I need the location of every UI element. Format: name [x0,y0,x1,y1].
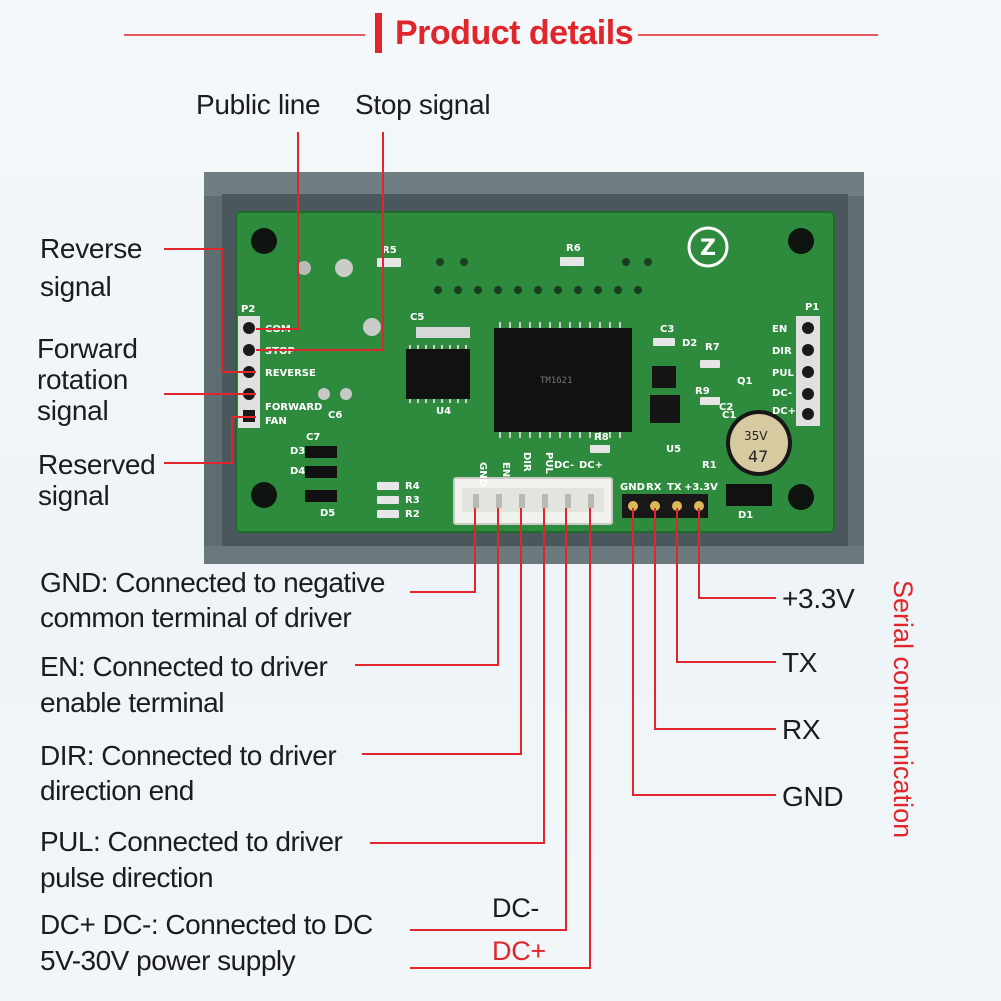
svg-text:R9: R9 [695,386,710,397]
svg-text:EN: EN [500,462,511,477]
svg-text:R3: R3 [405,495,420,506]
svg-text:D3: D3 [290,446,305,457]
svg-text:RX: RX [646,482,662,493]
svg-text:PUL: PUL [772,368,794,379]
svg-text:C5: C5 [410,312,424,323]
callout-en [355,508,499,666]
callout-dir [362,508,522,755]
label-reverse-2: signal [40,271,112,302]
callout-3v3 [698,508,776,599]
label-public-line: Public line [196,89,321,120]
chip-main [494,328,632,432]
svg-text:35V: 35V [744,429,768,443]
label-reserved-1: Reserved [38,449,156,480]
svg-text:GND: GND [477,462,488,487]
svg-text:REVERSE: REVERSE [265,368,316,379]
svg-text:DC+: DC+ [772,406,796,417]
callout-pul [370,508,545,844]
svg-text:R4: R4 [405,481,420,492]
svg-text:47: 47 [748,447,768,466]
svg-text:+3.3V: +3.3V [684,482,718,493]
callout-serial-gnd [632,508,776,796]
svg-text:PUL: PUL [543,452,554,474]
svg-text:D5: D5 [320,508,335,519]
svg-text:C3: C3 [660,324,674,335]
svg-text:GND: GND [620,482,645,493]
svg-text:R7: R7 [705,342,720,353]
serial-communication-label: Serial communication [888,580,918,839]
svg-text:R8: R8 [594,432,609,443]
case-lip [204,172,864,196]
page-title: Product details [395,14,634,52]
desc-dir-2: direction end [40,775,194,806]
desc-dc-2: 5V-30V power supply [40,945,296,976]
svg-text:Q1: Q1 [737,376,753,387]
svg-text:DIR: DIR [521,452,532,472]
svg-text:FAN: FAN [265,416,287,427]
callout-stop-signal [256,132,384,351]
label-serial-3v3: +3.3V [782,583,855,614]
svg-text:C1: C1 [722,410,736,421]
svg-text:R2: R2 [405,509,420,520]
label-reverse-1: Reverse [40,233,143,264]
label-forward-1: Forward [37,333,138,364]
desc-dir-1: DIR: Connected to driver [40,740,337,771]
svg-text:R6: R6 [566,243,581,254]
logo-icon: Z [700,236,716,261]
svg-text:U5: U5 [666,444,681,455]
svg-text:D4: D4 [290,466,305,477]
callout-tx [676,508,776,663]
svg-text:U4: U4 [436,406,451,417]
desc-en-2: enable terminal [40,687,224,718]
svg-text:DC-: DC- [772,388,792,399]
callout-rx [654,508,776,730]
svg-text:P1: P1 [805,302,819,313]
callout-dc-minus [410,508,567,931]
svg-text:D1: D1 [738,510,753,521]
label-serial-rx: RX [782,714,821,745]
desc-gnd-1: GND: Connected to negative [40,567,385,598]
svg-text:TX: TX [667,482,682,493]
label-dc-minus: DC- [492,893,540,923]
label-forward-3: signal [37,395,109,426]
callout-gnd [410,508,476,593]
label-stop-signal: Stop signal [355,89,491,120]
svg-text:TM1621: TM1621 [540,376,573,386]
svg-text:R5: R5 [382,245,397,256]
callout-reserved [164,416,256,464]
label-serial-gnd: GND [782,781,844,812]
label-forward-2: rotation [37,364,128,395]
svg-text:DC-: DC- [554,460,574,471]
svg-text:EN: EN [772,324,787,335]
svg-text:C2: C2 [719,402,733,413]
callout-dc-plus [410,508,591,969]
desc-dc-1: DC+ DC-: Connected to DC [40,909,373,940]
label-reserved-2: signal [38,480,110,511]
svg-text:P2: P2 [241,304,255,315]
svg-text:FORWARD: FORWARD [265,402,322,413]
svg-text:C6: C6 [328,410,342,421]
callout-reverse [164,248,256,373]
svg-text:DC+: DC+ [579,460,603,471]
svg-text:R1: R1 [702,460,717,471]
desc-gnd-2: common terminal of driver [40,602,352,633]
chip-u4 [406,349,470,399]
label-dc-plus: DC+ [492,936,546,966]
svg-text:D2: D2 [682,338,697,349]
svg-text:DIR: DIR [772,346,792,357]
callout-public-line [256,132,299,330]
label-serial-tx: TX [782,647,818,678]
desc-pul-2: pulse direction [40,862,214,893]
svg-text:C7: C7 [306,432,320,443]
svg-text:STOP: STOP [265,346,295,357]
desc-en-1: EN: Connected to driver [40,651,328,682]
desc-pul-1: PUL: Connected to driver [40,826,343,857]
